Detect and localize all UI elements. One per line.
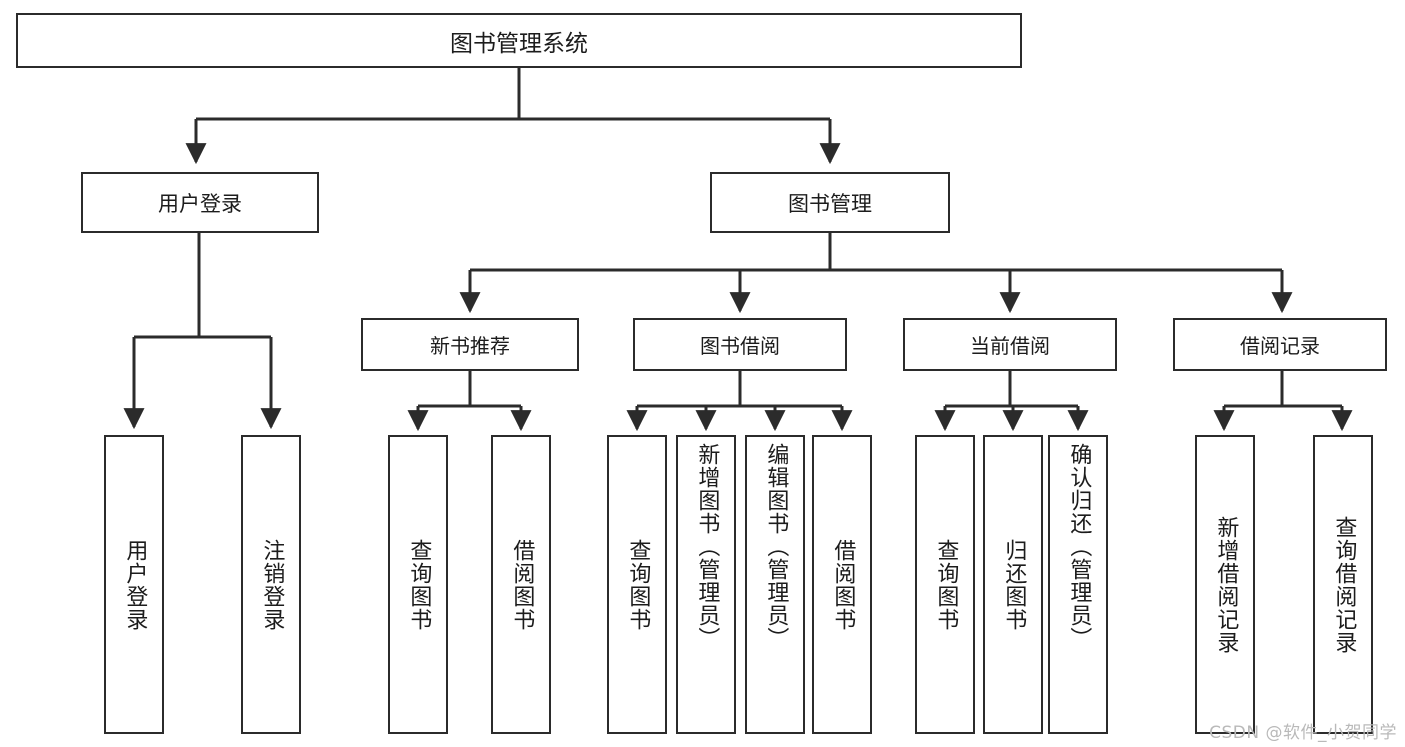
leaf-current-borrow-confirm-return[interactable]: 确认归还（管理员） bbox=[1048, 435, 1108, 734]
leaf-book-borrow-edit[interactable]: 编辑图书（管理员） bbox=[745, 435, 805, 734]
leaf-label: 借阅图书 bbox=[830, 538, 856, 631]
watermark-text: CSDN @软件_小贺同学 bbox=[1209, 723, 1397, 743]
leaf-new-book-borrow[interactable]: 借阅图书 bbox=[491, 435, 551, 734]
node-current-borrow[interactable]: 当前借阅 bbox=[903, 318, 1117, 371]
leaf-new-book-query[interactable]: 查询图书 bbox=[388, 435, 448, 734]
node-book-borrow[interactable]: 图书借阅 bbox=[633, 318, 847, 371]
node-new-book-recommend-label: 新书推荐 bbox=[430, 334, 510, 358]
leaf-book-borrow-query[interactable]: 查询图书 bbox=[607, 435, 667, 734]
leaf-borrow-record-query[interactable]: 查询借阅记录 bbox=[1313, 435, 1373, 734]
leaf-label: 编辑图书（管理员） bbox=[763, 443, 789, 650]
leaf-label: 查询图书 bbox=[625, 538, 651, 631]
node-user-login-label: 用户登录 bbox=[158, 191, 242, 216]
node-root-label: 图书管理系统 bbox=[450, 30, 588, 57]
leaf-label: 注销登录 bbox=[259, 538, 285, 631]
leaf-current-borrow-query[interactable]: 查询图书 bbox=[915, 435, 975, 734]
node-user-login[interactable]: 用户登录 bbox=[81, 172, 319, 233]
leaf-current-borrow-return[interactable]: 归还图书 bbox=[983, 435, 1043, 734]
node-book-borrow-label: 图书借阅 bbox=[700, 334, 780, 358]
node-book-management[interactable]: 图书管理 bbox=[710, 172, 950, 233]
leaf-label: 归还图书 bbox=[1001, 538, 1027, 631]
node-root[interactable]: 图书管理系统 bbox=[16, 13, 1022, 68]
leaf-user-login-logout[interactable]: 注销登录 bbox=[241, 435, 301, 734]
leaf-label: 确认归还（管理员） bbox=[1066, 443, 1092, 650]
node-borrow-records-label: 借阅记录 bbox=[1240, 334, 1320, 358]
leaf-label: 查询图书 bbox=[406, 538, 432, 631]
leaf-label: 查询借阅记录 bbox=[1331, 515, 1357, 654]
leaf-label: 新增借阅记录 bbox=[1213, 515, 1239, 654]
leaf-user-login-login[interactable]: 用户登录 bbox=[104, 435, 164, 734]
leaf-label: 新增图书（管理员） bbox=[694, 443, 720, 650]
leaf-book-borrow-add[interactable]: 新增图书（管理员） bbox=[676, 435, 736, 734]
leaf-label: 借阅图书 bbox=[509, 538, 535, 631]
leaf-label: 用户登录 bbox=[122, 538, 148, 631]
leaf-book-borrow-borrow[interactable]: 借阅图书 bbox=[812, 435, 872, 734]
node-new-book-recommend[interactable]: 新书推荐 bbox=[361, 318, 579, 371]
leaf-borrow-record-add[interactable]: 新增借阅记录 bbox=[1195, 435, 1255, 734]
leaf-label: 查询图书 bbox=[933, 538, 959, 631]
node-current-borrow-label: 当前借阅 bbox=[970, 334, 1050, 358]
node-borrow-records[interactable]: 借阅记录 bbox=[1173, 318, 1387, 371]
node-book-management-label: 图书管理 bbox=[788, 191, 872, 216]
